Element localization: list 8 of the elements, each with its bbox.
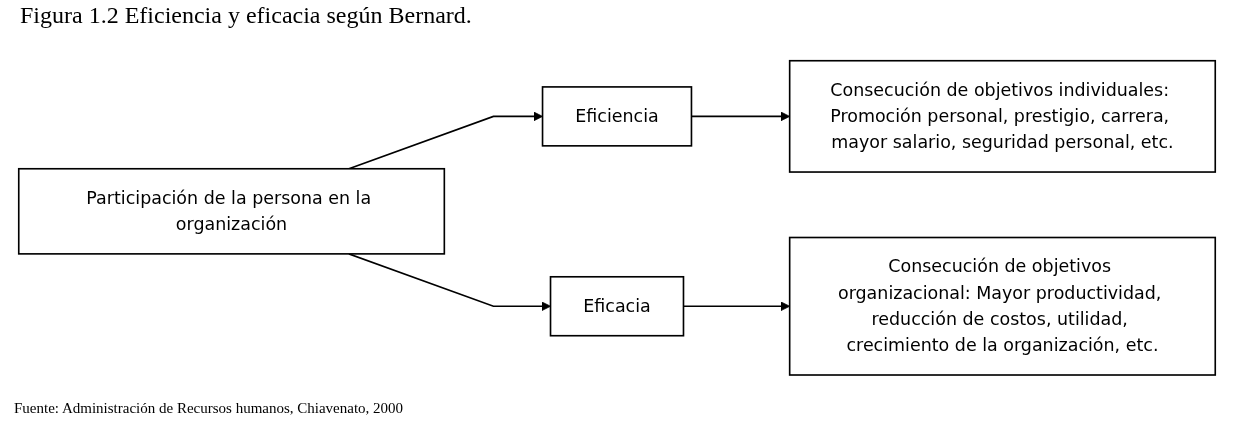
arrow [348, 111, 543, 170]
node-box: Consecución de objetivos organizacional: Mayor productividad, reducción de costos, utilidad, crecimiento de la organización, etc. [788, 236, 1217, 376]
node-box: Eficacia [549, 276, 685, 337]
node-box: Participación de la persona en la organización [17, 168, 446, 255]
figure-title: Figura 1.2 Eficiencia y eficacia según Bernard. [20, 2, 472, 29]
node-box: Eficiencia [541, 86, 693, 147]
source-caption: Fuente: Administración de Recursos humanos, Chiavenato, 2000 [14, 400, 404, 417]
node-box: Consecución de objetivos individuales: Promoción personal, prestigio, carrera, mayor salario, seguridad personal, etc. [788, 60, 1217, 173]
